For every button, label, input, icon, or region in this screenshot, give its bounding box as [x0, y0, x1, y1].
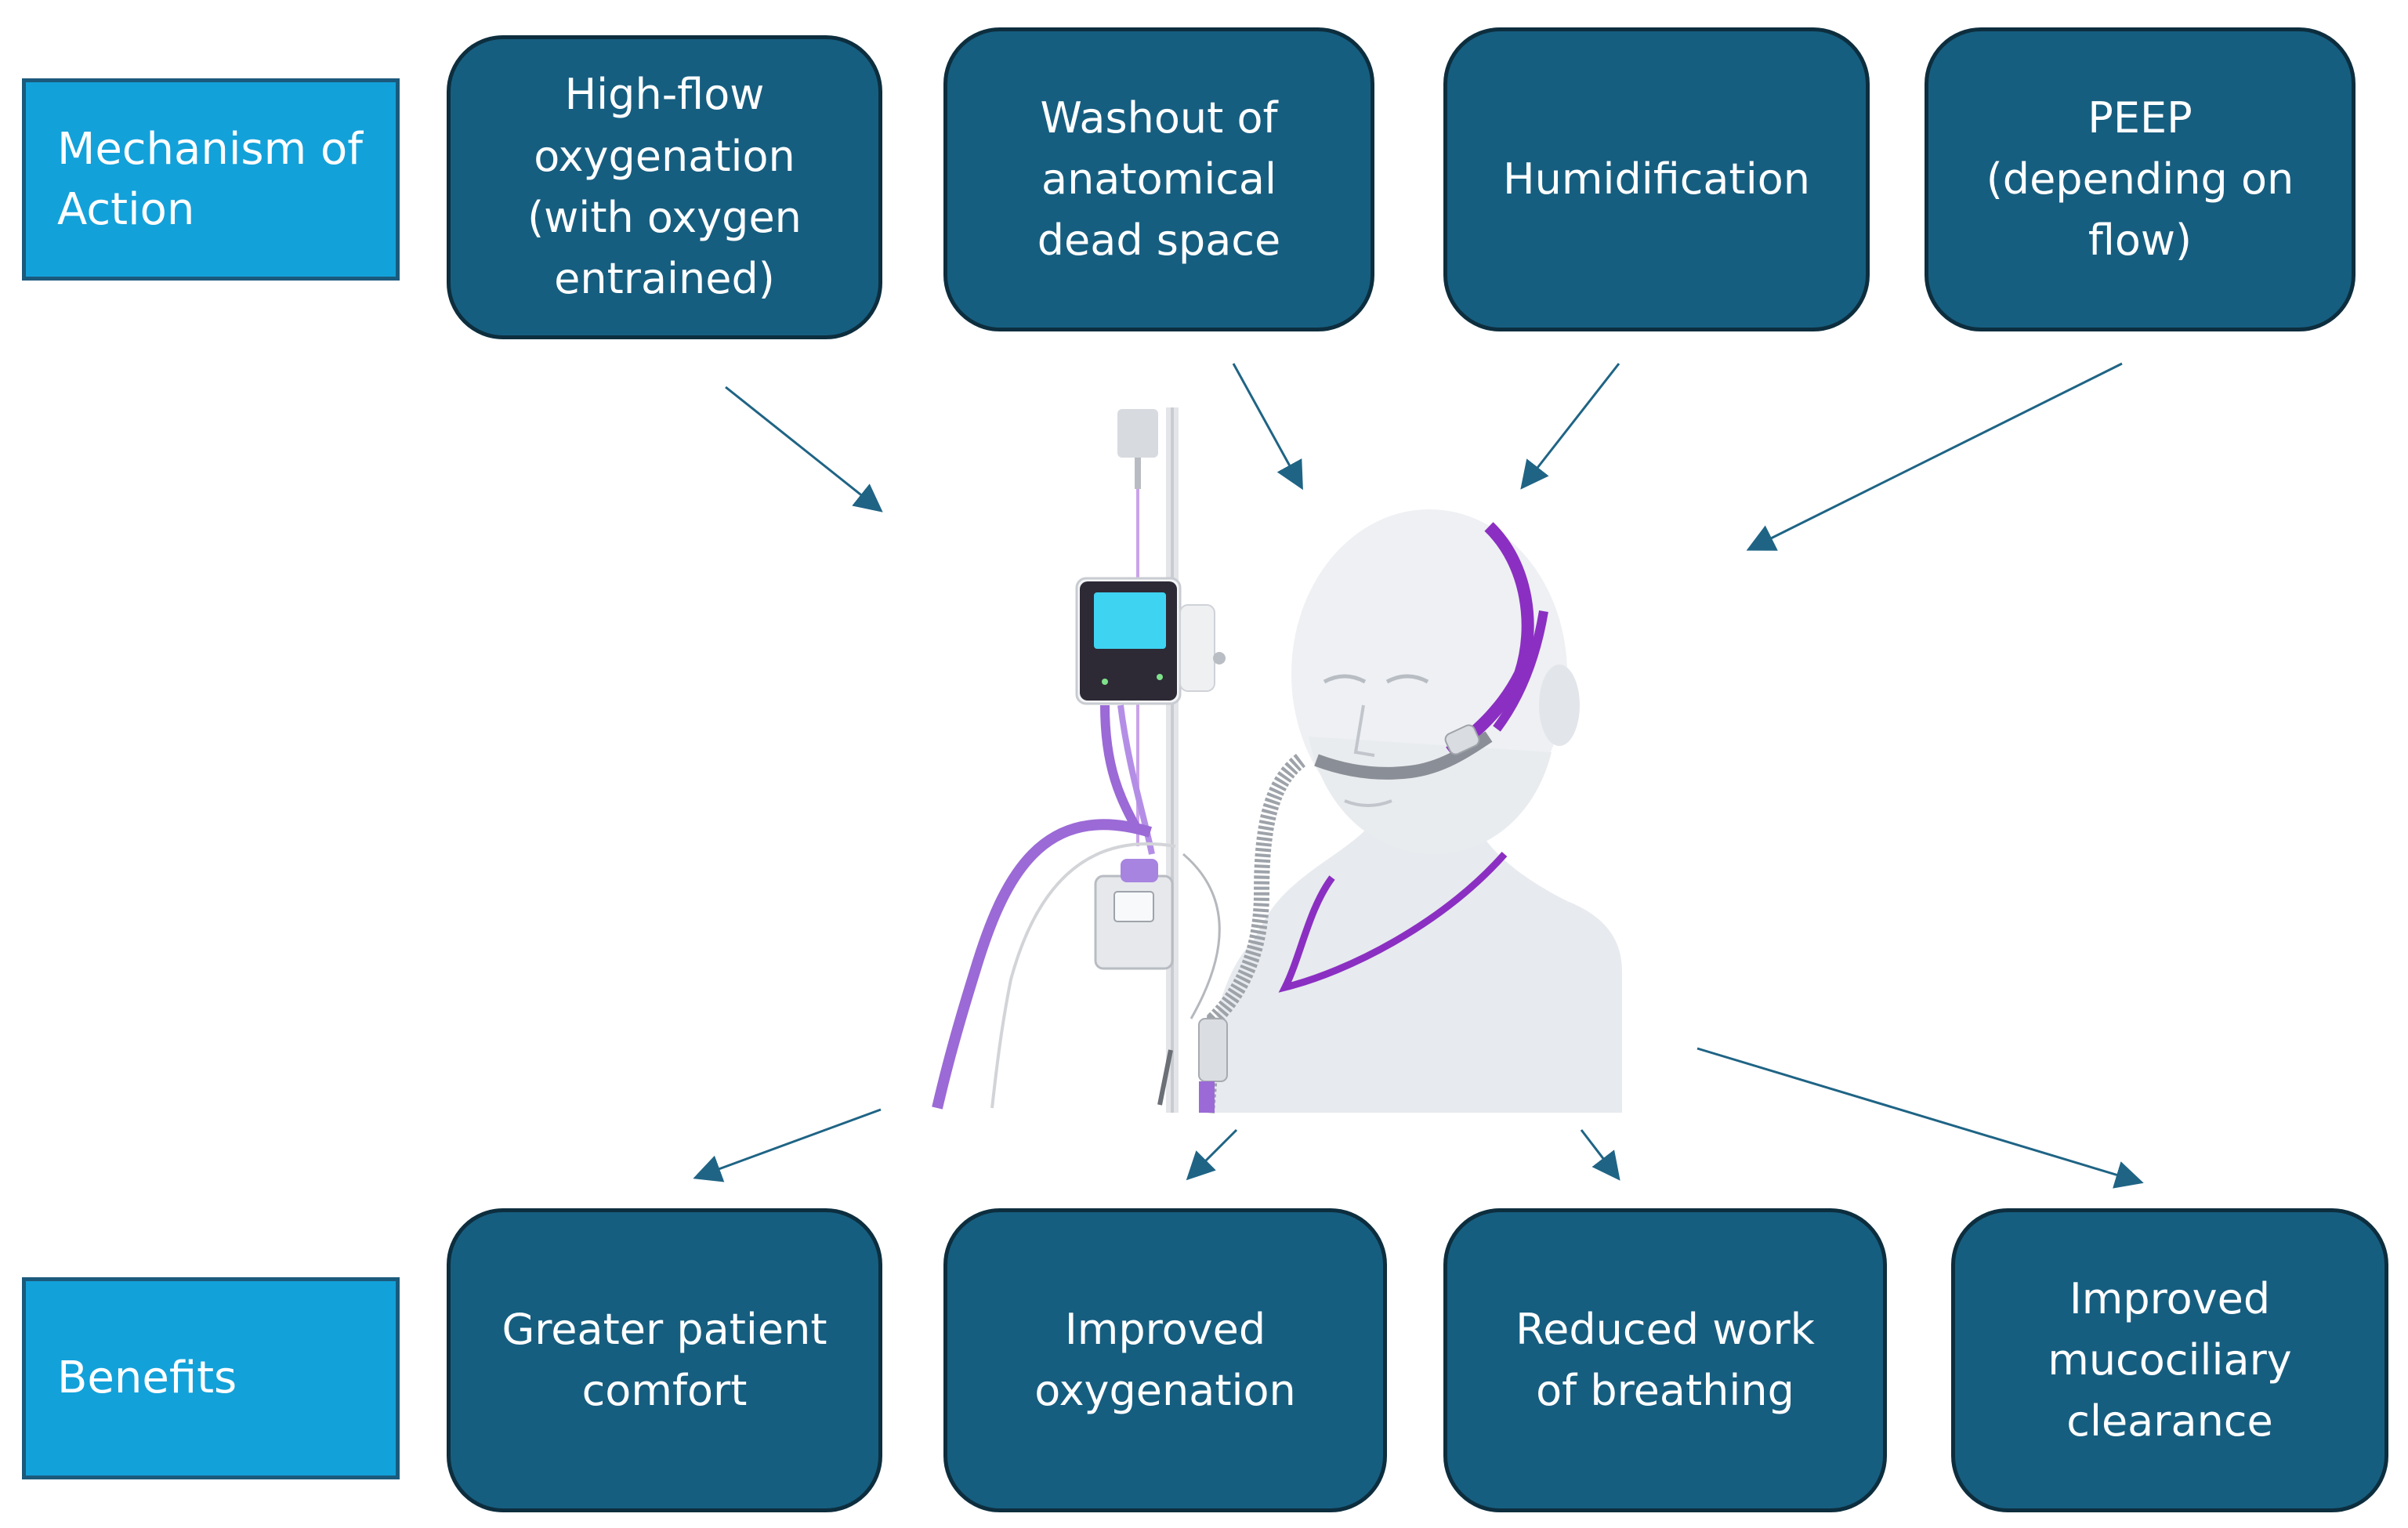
arrow-humidification-to-patient [1520, 363, 1620, 490]
arrow-dead-space-to-patient [1232, 363, 1303, 491]
mechanism-node-peep: PEEP (depending on flow) [1925, 27, 2355, 331]
arrow-patient-to-work-of-breathing [1580, 1129, 1620, 1181]
lanyard [1278, 852, 1508, 993]
arrow-patient-to-comfort [693, 1108, 882, 1182]
mechanism-of-action-label: Mechanism of Action [22, 78, 400, 281]
mechanism-node-humidification: Humidification [1443, 27, 1870, 331]
nasal-cannula [1314, 731, 1493, 780]
mechanism-node-dead-space-washout: Washout of anatomical dead space [943, 27, 1374, 331]
benefit-node-reduced-work-of-breathing: Reduced work of breathing [1443, 1208, 1887, 1512]
arrow-patient-to-oxygenation [1186, 1128, 1238, 1181]
benefit-node-improved-oxygenation: Improved oxygenation [943, 1208, 1387, 1512]
arrow-high-flow-to-patient [725, 386, 883, 512]
corrugated-tube [1199, 754, 1306, 1113]
arrow-patient-to-mucociliary [1696, 1047, 2144, 1189]
patient-bust [1207, 815, 1622, 1113]
benefit-node-mucociliary-clearance: Improved mucociliary clearance [1951, 1208, 2388, 1512]
headgear-strap [1446, 522, 1534, 758]
device-screen [1094, 592, 1166, 649]
benefits-label: Benefits [22, 1277, 400, 1479]
mechanism-node-high-flow-oxygenation: High-flow oxygenation (with oxygen entra… [447, 35, 882, 339]
fluid-bag [1117, 409, 1158, 458]
arrow-peep-to-patient [1746, 362, 2123, 551]
benefit-node-patient-comfort: Greater patient comfort [447, 1208, 882, 1512]
